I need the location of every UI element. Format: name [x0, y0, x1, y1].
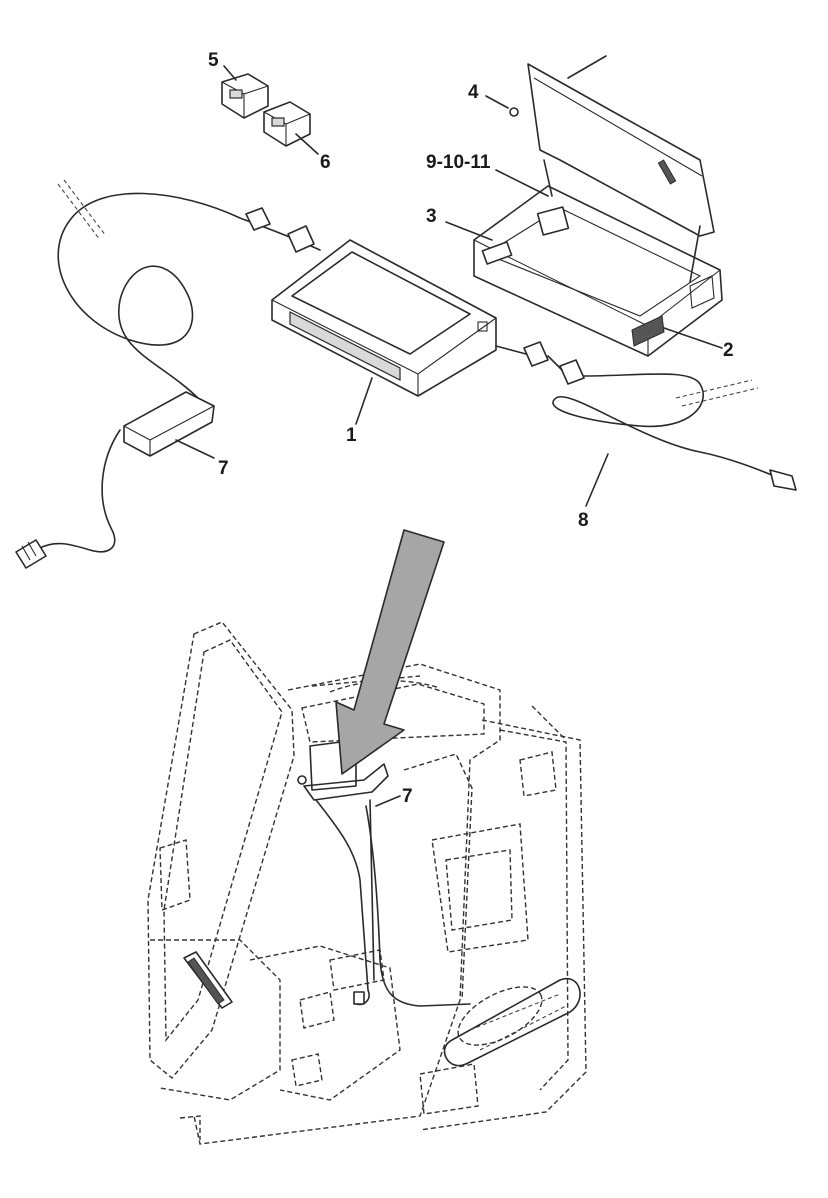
location-arrow: [335, 529, 445, 775]
callout-4: 4: [468, 82, 479, 103]
hydraulic-cylinder: [443, 977, 581, 1067]
callout-1: 1: [346, 425, 357, 446]
power-cable-7: [15, 192, 321, 569]
plug-cap-6: [263, 101, 311, 147]
machine-cab: [147, 621, 587, 1145]
leader-8: [585, 453, 609, 507]
leader-1: [355, 377, 373, 425]
electronic-unit-1: [271, 239, 497, 397]
data-cable-8: [495, 341, 797, 491]
cable-break-left: [57, 179, 107, 241]
strap-right: [689, 225, 701, 283]
callout-6: 6: [320, 152, 331, 173]
cable-break-right: [675, 379, 759, 407]
lid-leader: [567, 55, 607, 79]
callout-2: 2: [723, 340, 734, 361]
leader-9-10-11: [495, 169, 549, 197]
plug-cap-5: [221, 73, 269, 119]
cab-connector: [353, 991, 365, 1005]
callout-7: 7: [218, 458, 229, 479]
screw-4: [485, 95, 519, 117]
callout-8: 8: [578, 510, 589, 531]
callout-3: 3: [426, 206, 437, 227]
strap-left: [543, 159, 553, 197]
housing-3: [473, 63, 723, 357]
floor-lever: [183, 951, 233, 1009]
leader-2: [663, 327, 723, 349]
cab-cable-7: [315, 799, 471, 1007]
callout-9-10-11: 9-10-11: [426, 152, 491, 173]
leader-7-cab: [375, 795, 401, 807]
leader-3: [445, 221, 493, 241]
callout-7-cab: 7: [402, 786, 413, 807]
leader-6: [295, 133, 319, 155]
cab-cable-7-b: [369, 799, 375, 981]
leader-7: [175, 439, 215, 459]
leader-5: [223, 65, 237, 81]
callout-5: 5: [208, 50, 219, 71]
